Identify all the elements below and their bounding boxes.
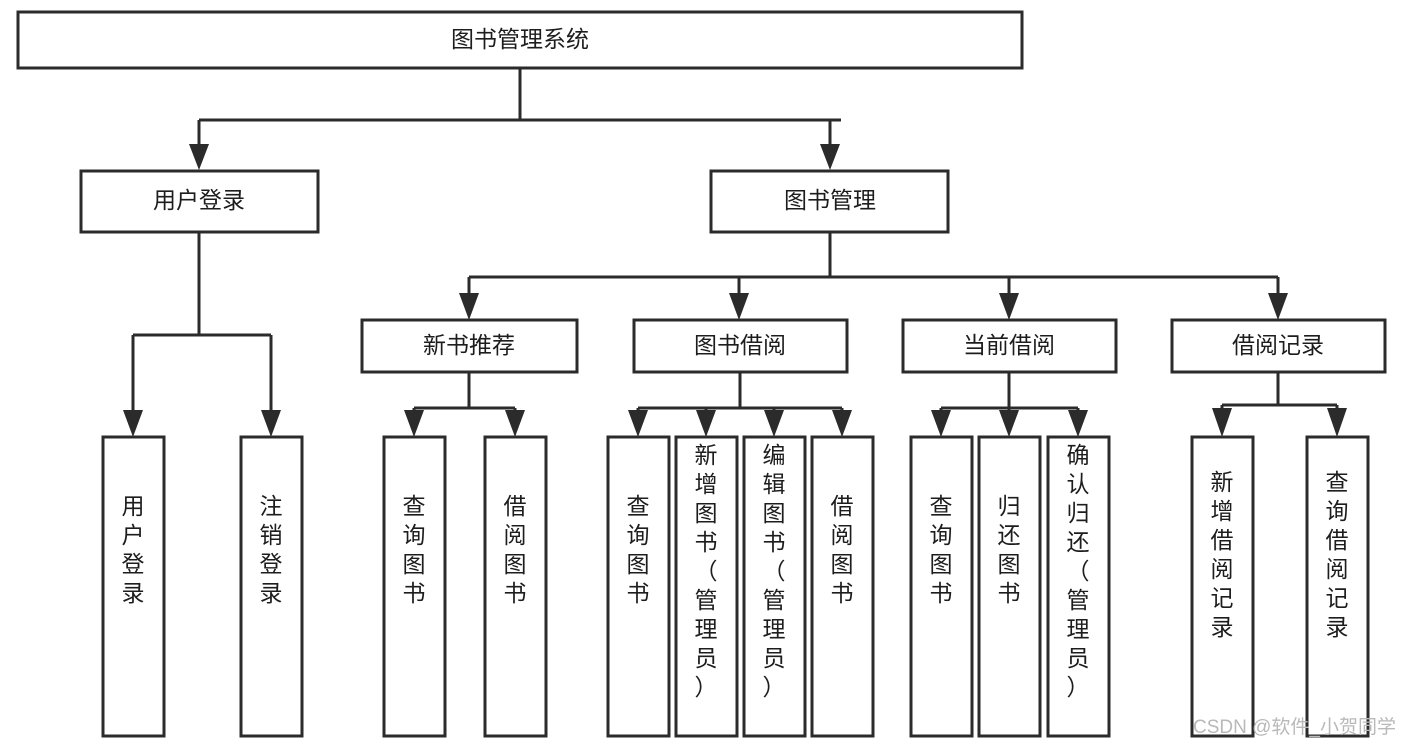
connector-new-book-recommend-to-leaves [404, 372, 525, 437]
arrow-head-to-leaf-return-book [999, 410, 1019, 437]
node-leaf-query-book-1-label: 查询图书 [403, 493, 426, 606]
node-new-book-recommend[interactable]: 新书推荐 [360, 318, 579, 374]
node-leaf-borrow-book-2-box[interactable] [810, 435, 875, 738]
node-leaf-return-book-label: 归还图书 [998, 493, 1021, 606]
connector-user-login-to-leaves [123, 232, 281, 437]
node-leaf-query-book-1[interactable]: 查询图书 [382, 435, 447, 738]
node-leaf-edit-book-admin-box[interactable] [742, 435, 807, 738]
node-leaf-confirm-return-admin-label: 确认归还（管理员） [1067, 442, 1090, 700]
node-leaf-confirm-return-admin[interactable]: 确认归还（管理员） [1046, 435, 1111, 738]
node-leaf-borrow-book-2-label: 借阅图书 [831, 493, 854, 606]
node-leaf-query-borrow-record[interactable]: 查询借阅记录 [1305, 435, 1370, 738]
node-leaf-borrow-book-1-box[interactable] [483, 435, 548, 738]
node-leaf-add-book-admin[interactable]: 新增图书（管理员） [674, 435, 739, 738]
node-book-borrow-label: 图书借阅 [694, 332, 786, 358]
node-leaf-query-book-2[interactable]: 查询图书 [606, 435, 671, 738]
arrow-head-to-borrow-record [1268, 293, 1288, 320]
node-book-borrow-box[interactable] [632, 318, 849, 374]
node-leaf-user-login-label: 用户登录 [122, 493, 145, 606]
node-leaf-logout-login-box[interactable] [239, 435, 304, 738]
node-leaf-add-book-admin-label: 新增图书（管理员） [695, 442, 718, 700]
arrow-head-to-book-borrow [729, 293, 749, 320]
node-new-book-recommend-box[interactable] [360, 318, 579, 374]
arrow-head-to-leaf-logout-login [261, 410, 281, 437]
node-borrow-record-label: 借阅记录 [1232, 332, 1324, 358]
node-book-management-label: 图书管理 [784, 187, 876, 213]
arrow-head-to-current-borrow [999, 293, 1019, 320]
arrow-head-to-leaf-query-book-2 [628, 410, 648, 437]
arrow-head-to-leaf-edit-book-admin [764, 410, 784, 437]
node-leaf-borrow-book-1-label: 借阅图书 [504, 493, 527, 606]
node-leaf-query-borrow-record-box[interactable] [1305, 435, 1370, 738]
node-borrow-record[interactable]: 借阅记录 [1170, 318, 1387, 374]
arrow-head-to-book-management [820, 144, 840, 170]
node-leaf-edit-book-admin-label: 编辑图书（管理员） [763, 442, 786, 700]
arrow-head-to-leaf-query-book-1 [404, 410, 424, 437]
node-leaf-user-login[interactable]: 用户登录 [101, 435, 166, 738]
node-leaf-add-book-admin-box[interactable] [674, 435, 739, 738]
arrow-head-to-leaf-confirm-return-admin [1068, 410, 1088, 437]
node-new-book-recommend-label: 新书推荐 [423, 332, 515, 358]
node-leaf-add-borrow-record-label: 新增借阅记录 [1211, 469, 1234, 640]
connector-borrow-record-to-leaves [1212, 372, 1347, 437]
node-leaf-return-book[interactable]: 归还图书 [977, 435, 1042, 738]
node-leaf-add-borrow-record-box[interactable] [1190, 435, 1255, 738]
node-borrow-record-box[interactable] [1170, 318, 1387, 374]
node-root[interactable]: 图书管理系统 [16, 10, 1024, 70]
node-leaf-query-book-3-label: 查询图书 [930, 493, 953, 606]
node-leaf-query-book-3[interactable]: 查询图书 [909, 435, 974, 738]
arrow-head-to-leaf-borrow-book-1 [505, 410, 525, 437]
node-current-borrow-box[interactable] [901, 318, 1118, 374]
node-leaf-logout-login-label: 注销登录 [260, 493, 283, 606]
node-leaf-confirm-return-admin-box[interactable] [1046, 435, 1111, 738]
arrow-head-to-user-login [189, 144, 209, 170]
node-leaf-user-login-box[interactable] [101, 435, 166, 738]
arrow-head-to-leaf-add-borrow-record [1212, 408, 1232, 437]
arrow-head-to-new-book-recommend [459, 293, 479, 320]
node-current-borrow[interactable]: 当前借阅 [901, 318, 1118, 374]
arrow-head-to-leaf-user-login [123, 410, 143, 437]
node-user-login[interactable]: 用户登录 [79, 169, 320, 234]
node-leaf-edit-book-admin[interactable]: 编辑图书（管理员） [742, 435, 807, 738]
node-leaf-query-book-1-box[interactable] [382, 435, 447, 738]
arrow-head-to-leaf-add-book-admin [696, 410, 716, 437]
node-book-borrow[interactable]: 图书借阅 [632, 318, 849, 374]
node-leaf-borrow-book-2[interactable]: 借阅图书 [810, 435, 875, 738]
node-user-login-label: 用户登录 [153, 187, 245, 213]
node-leaf-query-book-3-box[interactable] [909, 435, 974, 738]
node-book-management-box[interactable] [709, 169, 950, 234]
connector-current-borrow-to-leaves [931, 372, 1088, 437]
arrow-head-to-leaf-query-book-3 [931, 410, 951, 437]
arrow-head-to-leaf-borrow-book-2 [832, 410, 852, 437]
csdn-watermark: CSDN @软件_小贺同学 [1193, 716, 1396, 738]
node-book-management[interactable]: 图书管理 [709, 169, 950, 234]
connector-root-to-level2 [189, 68, 841, 170]
node-root-box[interactable] [16, 10, 1024, 70]
connector-book-management-to-level3 [459, 232, 1288, 320]
node-root-label: 图书管理系统 [451, 26, 589, 52]
node-leaf-query-book-2-label: 查询图书 [627, 493, 650, 606]
node-current-borrow-label: 当前借阅 [963, 332, 1055, 358]
node-leaf-query-book-2-box[interactable] [606, 435, 671, 738]
node-leaf-return-book-box[interactable] [977, 435, 1042, 738]
node-leaf-query-borrow-record-label: 查询借阅记录 [1326, 469, 1349, 640]
node-leaf-logout-login[interactable]: 注销登录 [239, 435, 304, 738]
arrow-head-to-leaf-query-borrow-record [1327, 408, 1347, 437]
node-leaf-add-borrow-record[interactable]: 新增借阅记录 [1190, 435, 1255, 738]
connector-book-borrow-to-leaves [628, 372, 852, 437]
node-leaf-borrow-book-1[interactable]: 借阅图书 [483, 435, 548, 738]
